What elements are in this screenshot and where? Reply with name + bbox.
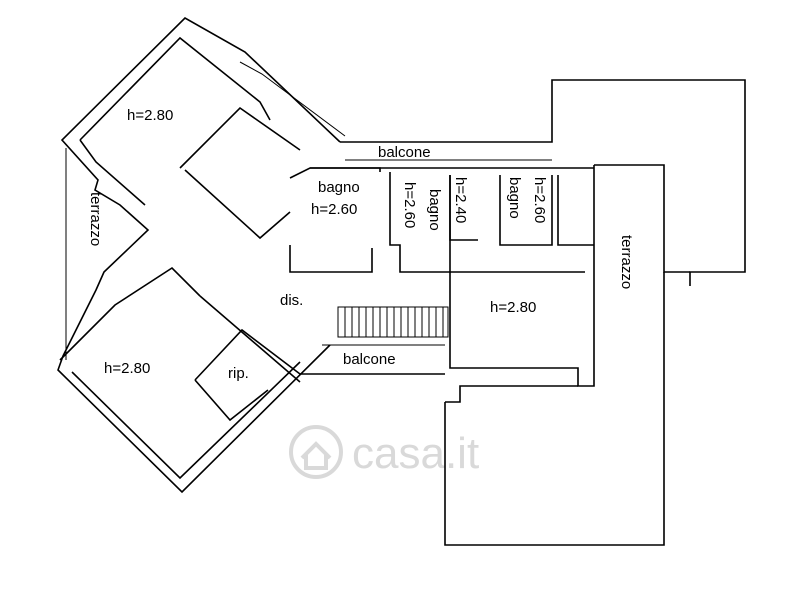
terrazzo-left-label: terrazzo — [87, 192, 104, 246]
interior-walls — [59, 36, 595, 480]
room-top-left-height: h=2.80 — [127, 107, 173, 124]
watermark: casa.it — [289, 425, 479, 479]
bagno-2-label: bagno — [426, 189, 443, 231]
bagno-3-label: bagno — [506, 177, 523, 219]
stairs — [337, 306, 449, 338]
wc-height: h=2.40 — [452, 177, 469, 223]
outer-walls — [57, 17, 746, 546]
bagno-2-height: h=2.60 — [401, 182, 418, 228]
bagno-1-height: h=2.60 — [311, 201, 357, 218]
balcone-top-label: balcone — [378, 144, 431, 161]
room-bottom-left-height: h=2.80 — [104, 360, 150, 377]
watermark-text: casa.it — [352, 429, 479, 478]
dis-label: dis. — [280, 292, 303, 309]
bagno-3-height: h=2.60 — [531, 177, 548, 223]
room-center-right-height: h=2.80 — [490, 299, 536, 316]
balcone-bottom-label: balcone — [343, 351, 396, 368]
terrazzo-right-label: terrazzo — [618, 235, 635, 289]
house-logo-icon — [289, 425, 343, 479]
bagno-1-label: bagno — [318, 179, 360, 196]
rip-label: rip. — [228, 365, 249, 382]
